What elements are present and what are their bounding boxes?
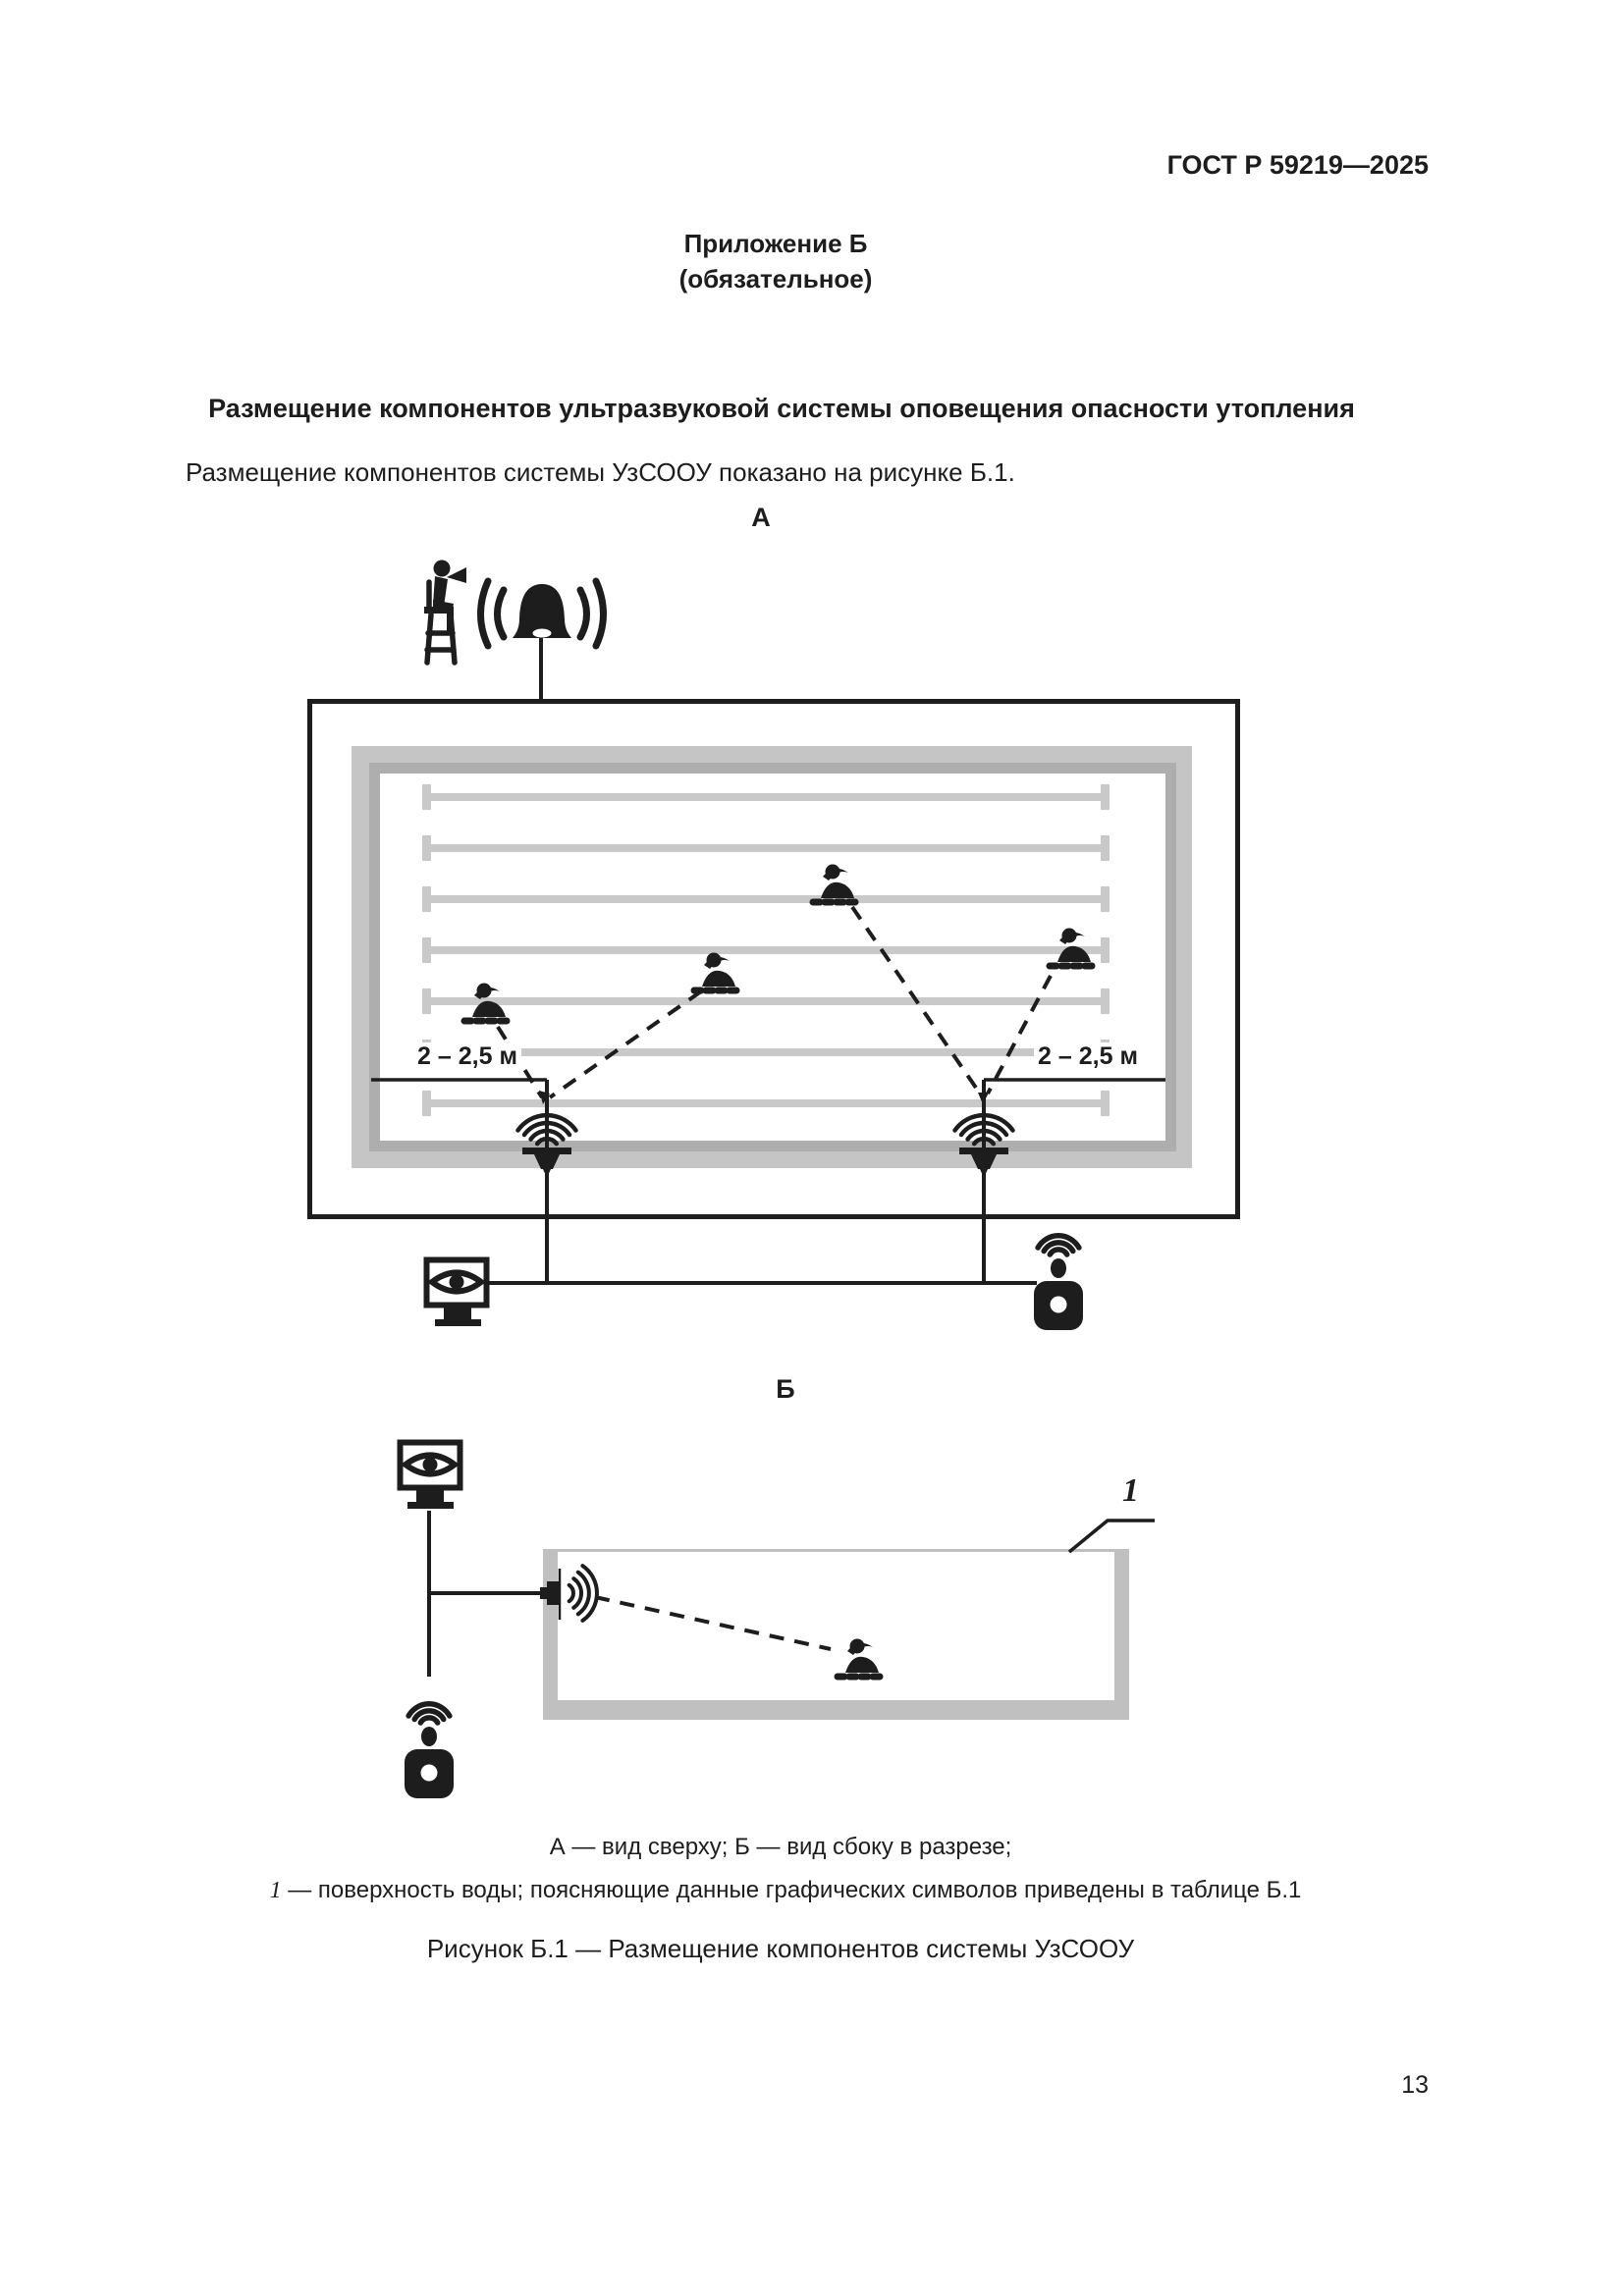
transducer-icon — [540, 1564, 599, 1623]
section-heading: Размещение компонентов ультразвуковой си… — [208, 394, 1355, 423]
beam-arrowhead — [539, 1091, 550, 1104]
annex-title: Приложение Б — [683, 229, 868, 258]
legend-note-number: 1 — [269, 1878, 282, 1903]
page-number: 13 — [1401, 2071, 1429, 2099]
cables — [427, 1511, 543, 1677]
ultrasonic-beam — [594, 1595, 832, 1651]
transducer-icon — [515, 1112, 578, 1178]
view-a-label: А — [751, 503, 771, 532]
view-b-label: Б — [776, 1374, 795, 1404]
monitor-icon — [423, 1256, 490, 1326]
standard-designation: ГОСТ Р 59219—2025 — [1166, 150, 1429, 180]
callout-leader — [1067, 1519, 1155, 1554]
callout-water-surface: 1 — [1122, 1472, 1139, 1509]
diagram-top-view — [307, 560, 1240, 1330]
transducer-icon — [952, 1112, 1015, 1178]
lifeguard-icon — [424, 560, 466, 666]
control-unit-icon — [405, 1701, 454, 1798]
legend-note-text: — поверхность воды; поясняющие данные гр… — [281, 1877, 1302, 1903]
ultrasonic-beams — [496, 905, 1053, 1099]
diagram-side-view — [397, 1439, 1155, 1798]
figure-legend-views: А — вид сверху; Б — вид сбоку в разрезе; — [549, 1834, 1012, 1860]
beam-arrowhead — [978, 1093, 989, 1104]
control-unit-icon — [1034, 1233, 1083, 1330]
annex-type: (обязательное) — [678, 264, 873, 294]
figure-legend-note: 1 — поверхность воды; поясняющие данные … — [0, 1877, 1571, 1904]
monitor-icon — [397, 1439, 463, 1509]
figure-caption: Рисунок Б.1 — Размещение компонентов сис… — [426, 1934, 1135, 1963]
lane-lines — [422, 784, 1110, 1116]
alarm-bell-icon — [477, 577, 607, 650]
distance-label-right: 2 – 2,5 м — [1034, 1042, 1142, 1071]
intro-paragraph: Размещение компонентов системы УзСООУ по… — [186, 457, 1015, 487]
distance-label-left: 2 – 2,5 м — [413, 1042, 521, 1071]
swimmer-icon — [834, 1638, 889, 1681]
pool-basin-side — [543, 1549, 1129, 1720]
pool-hall-outline — [307, 699, 1240, 1219]
